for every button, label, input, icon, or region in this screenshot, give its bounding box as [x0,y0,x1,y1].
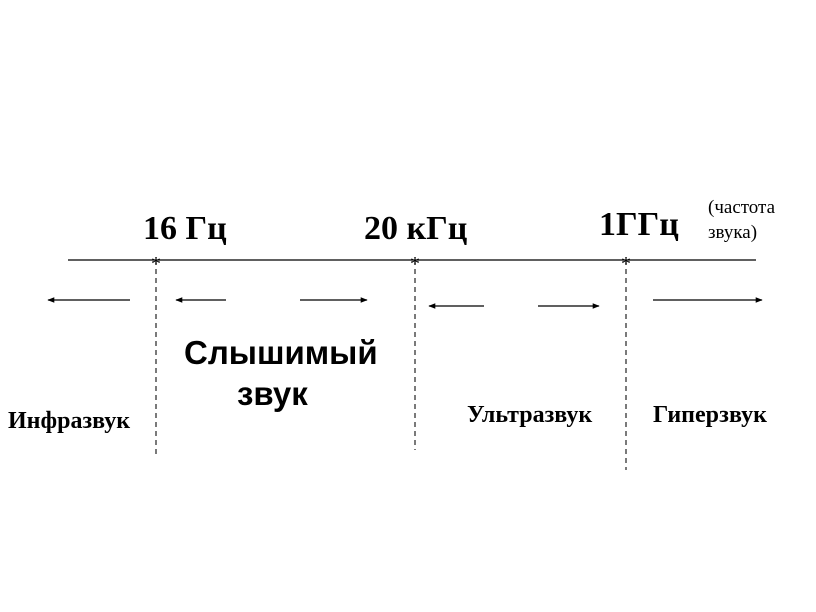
band-label-audible-line1: Слышимый [184,334,378,371]
marker-label-16hz: 16 Гц [143,210,227,247]
band-label-infrasound: Инфразвук [8,408,131,434]
band-label-hypersound: Гиперзвук [653,402,767,428]
boundary-marker-20khz: * [410,253,420,275]
axis-note: (частота звука) [708,196,775,245]
boundary-marker-1ghz: * [621,253,631,275]
boundary-marker-16hz: * [151,253,161,275]
band-label-ultrasound: Ультразвук [467,402,593,428]
axis-note-line1: (частота [708,197,776,218]
axis-note-line2: звука) [708,221,758,243]
marker-label-1ghz: 1ГГц [599,206,679,243]
band-label-audible-line2: звук [237,375,308,412]
marker-label-20khz: 20 кГц [364,210,468,247]
